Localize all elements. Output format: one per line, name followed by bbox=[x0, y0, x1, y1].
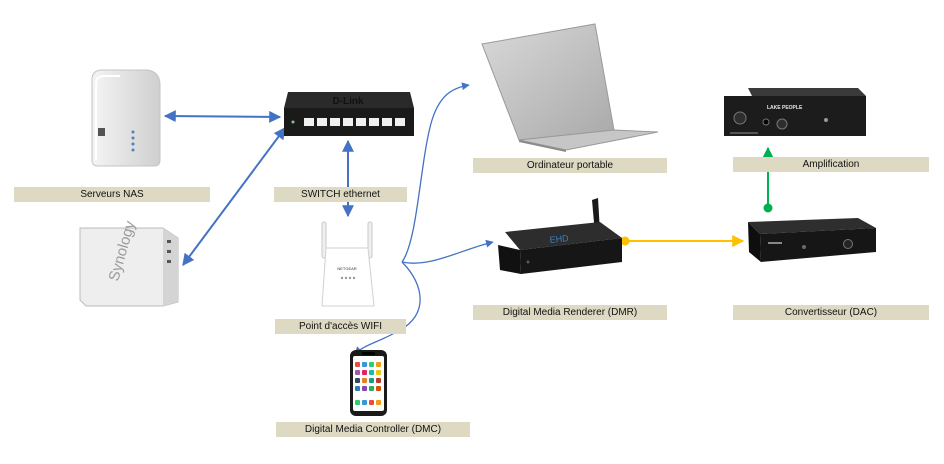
ethernet-switch-icon: D-Link bbox=[284, 92, 414, 136]
label-wifi: Point d'accès WIFI bbox=[275, 319, 406, 334]
switch-brand-text: D-Link bbox=[332, 96, 364, 107]
label-laptop: Ordinateur portable bbox=[473, 158, 667, 173]
link-dac-amplifier-origin bbox=[763, 203, 773, 213]
link-wifi-laptop bbox=[401, 82, 470, 263]
link-synology-switch bbox=[182, 127, 286, 266]
label-dac: Convertisseur (DAC) bbox=[733, 305, 929, 320]
connections bbox=[163, 82, 774, 355]
wifi-extender-icon: NETGEAR bbox=[321, 221, 375, 307]
amplifier-brand-text: LAKE PEOPLE bbox=[767, 105, 803, 111]
link-wifi-renderer bbox=[401, 239, 494, 264]
link-nas-switch bbox=[163, 110, 282, 123]
laptop-icon bbox=[481, 23, 659, 152]
smartphone-icon bbox=[350, 350, 387, 416]
renderer-badge-icon: EHD bbox=[549, 233, 569, 245]
label-renderer: Digital Media Renderer (DMR) bbox=[473, 305, 667, 320]
label-controller: Digital Media Controller (DMC) bbox=[276, 422, 470, 437]
label-amplifier: Amplification bbox=[733, 157, 929, 172]
link-renderer-dac-origin bbox=[620, 236, 630, 246]
wifi-brand-text: NETGEAR bbox=[337, 266, 356, 271]
label-nas: Serveurs NAS bbox=[14, 187, 210, 202]
media-box-icon: EHD bbox=[498, 198, 622, 274]
nas-drive-icon bbox=[91, 69, 161, 167]
synology-nas-icon: Synology bbox=[79, 219, 179, 307]
dac-icon bbox=[748, 218, 876, 262]
label-switch: SWITCH ethernet bbox=[274, 187, 407, 202]
amplifier-icon: LAKE PEOPLE bbox=[724, 88, 866, 136]
